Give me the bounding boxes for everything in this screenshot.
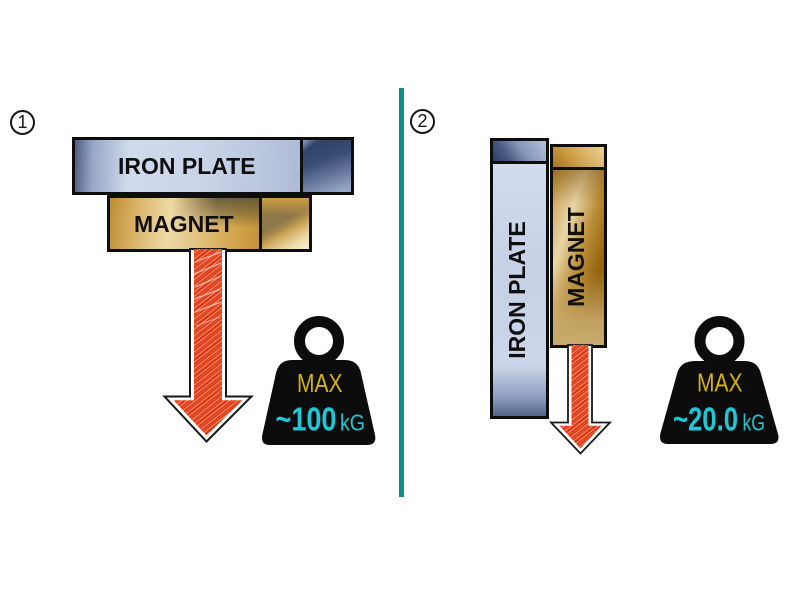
svg-text:~100: ~100 [276,401,337,438]
svg-text:kG: kG [340,410,365,436]
svg-text:IRON PLATE: IRON PLATE [504,221,530,359]
svg-text:~20.0: ~20.0 [673,401,738,438]
svg-text:kG: kG [743,410,766,436]
svg-text:MAGNET: MAGNET [563,207,589,307]
svg-text:MAX: MAX [697,370,743,398]
svg-text:MAX: MAX [297,370,343,398]
